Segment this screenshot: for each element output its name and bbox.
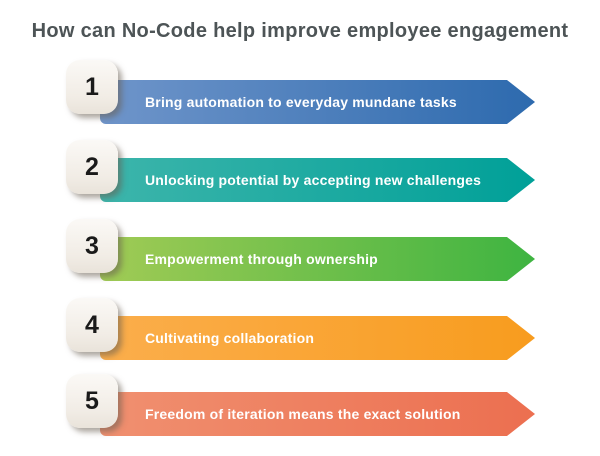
step-label: Cultivating collaboration [145, 330, 315, 346]
step-number-box: 3 [66, 219, 118, 273]
page-title: How can No-Code help improve employee en… [31, 20, 569, 42]
step-label: Bring automation to everyday mundane tas… [145, 94, 457, 110]
step-arrow-banner: Freedom of iteration means the exact sol… [100, 392, 535, 436]
step-number-box: 1 [66, 60, 118, 114]
step-label: Empowerment through ownership [145, 251, 378, 267]
step-number: 3 [85, 231, 99, 260]
step-label: Freedom of iteration means the exact sol… [145, 406, 461, 422]
step-number-box: 5 [66, 374, 118, 428]
step-label: Unlocking potential by accepting new cha… [145, 172, 482, 188]
step-number-box: 4 [66, 298, 118, 352]
step-arrow-banner: Bring automation to everyday mundane tas… [100, 80, 535, 124]
step-arrow-banner: Unlocking potential by accepting new cha… [100, 158, 535, 202]
step-number: 4 [85, 310, 99, 339]
step-number: 5 [85, 386, 99, 415]
step-number-box: 2 [66, 140, 118, 194]
step-arrow-banner: Empowerment through ownership [100, 237, 535, 281]
step-arrow-banner: Cultivating collaboration [100, 316, 535, 360]
step-number: 2 [85, 152, 99, 181]
step-number: 1 [85, 72, 99, 101]
